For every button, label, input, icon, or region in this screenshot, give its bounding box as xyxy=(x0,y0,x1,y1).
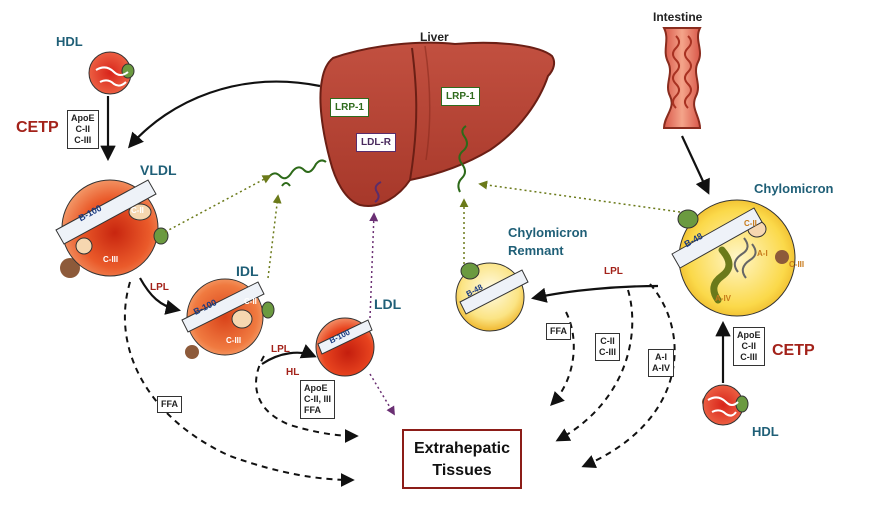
apo-cii-idl: C-II xyxy=(244,297,257,306)
ldl-label: LDL xyxy=(374,296,402,312)
ldl-receptor: LDL-R xyxy=(356,133,396,152)
idl-products-box: ApoE C-II, III FFA xyxy=(300,380,335,419)
chylomicron-label: Chylomicron xyxy=(754,181,834,196)
vldl-particle xyxy=(55,179,169,278)
hdl-particle-top xyxy=(88,51,135,95)
lpl-label-vldl: LPL xyxy=(150,282,169,293)
apo-ciii-idl: C-III xyxy=(226,336,242,345)
hdl-label-top: HDL xyxy=(56,34,83,49)
chylo-cii-box: C-II C-III xyxy=(595,333,620,361)
box-line: C-II xyxy=(600,336,615,346)
apo-cii-vldl: C-II xyxy=(131,206,144,215)
target-line-2: Tissues xyxy=(432,462,492,479)
ffa-box-vldl: FFA xyxy=(157,396,182,413)
box-line: FFA xyxy=(161,399,178,409)
box-line: FFA xyxy=(304,405,321,415)
cetp-label-right: CETP xyxy=(772,342,815,359)
cetp-label-left: CETP xyxy=(16,119,59,136)
apo-cii-chylo: C-II xyxy=(744,219,757,228)
lpl-label-idl: LPL xyxy=(271,344,290,355)
box-line: FFA xyxy=(550,326,567,336)
hl-label: HL xyxy=(286,367,300,378)
hdl-label-bottom: HDL xyxy=(752,424,779,439)
lrp1-receptor-right: LRP-1 xyxy=(441,87,480,106)
hdl-particle-bottom xyxy=(702,384,749,426)
box-line: C-III xyxy=(599,347,616,357)
box-line: ApoE xyxy=(71,113,95,123)
box-line: ApoE xyxy=(737,330,761,340)
apo-ai-chylo: A-I xyxy=(757,249,768,258)
idl-particle xyxy=(181,278,275,359)
receptor-coils xyxy=(267,125,468,203)
box-line: C-II xyxy=(741,341,757,351)
intestine-organ xyxy=(662,27,702,129)
ldl-uptake-arrows xyxy=(369,212,395,416)
dashed-arrows xyxy=(123,281,676,487)
extrahepatic-tissues-box: Extrahepatic Tissues xyxy=(402,429,522,489)
box-line: A-IV xyxy=(652,363,670,373)
box-line: C-II, III xyxy=(304,394,331,404)
box-line: C-III xyxy=(740,352,758,362)
target-line-1: Extrahepatic xyxy=(413,440,511,457)
box-line: A-I xyxy=(655,352,667,362)
solid-arrows xyxy=(100,80,731,383)
chylo-ai-box: A-I A-IV xyxy=(648,349,674,377)
intestine-label: Intestine xyxy=(653,10,703,24)
ldl-particle xyxy=(315,317,375,377)
apo-ciii-vldl: C-III xyxy=(103,255,119,264)
transfer-box-left: ApoE C-II C-III xyxy=(67,110,99,149)
idl-label: IDL xyxy=(236,263,259,279)
vldl-label: VLDL xyxy=(140,162,177,178)
chylomicron-remnant-particle xyxy=(455,262,529,332)
ffa-box-chylo: FFA xyxy=(546,323,571,340)
liver-label: Liver xyxy=(420,30,449,44)
box-line: C-III xyxy=(74,135,92,145)
box-line: ApoE xyxy=(304,383,328,393)
liver-organ xyxy=(319,41,556,207)
lrp1-receptor-left: LRP-1 xyxy=(330,98,369,117)
apo-aiv-chylo: A-IV xyxy=(715,294,731,303)
apo-ciii-chylo: C-III xyxy=(789,260,805,269)
dotted-uptake-arrows xyxy=(164,175,681,279)
chylomicron-particle xyxy=(671,199,796,317)
transfer-box-right: ApoE C-II C-III xyxy=(733,327,765,366)
chylomicron-remnant-label-line2: Remnant xyxy=(508,243,564,258)
lpl-label-chylo: LPL xyxy=(604,266,623,277)
box-line: C-II xyxy=(75,124,91,134)
chylomicron-remnant-label-line1: Chylomicron xyxy=(508,225,588,240)
